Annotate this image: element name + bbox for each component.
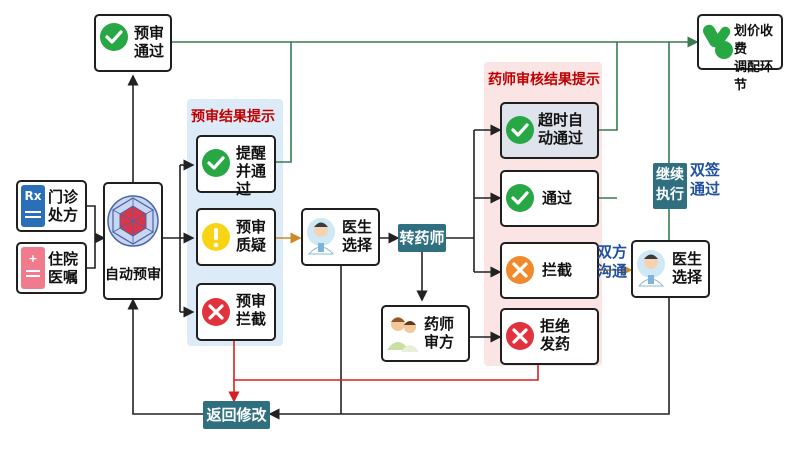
doctor-avatar-icon [307,218,335,255]
reject-icon [202,298,230,326]
inpatient-order-icon: + [21,247,45,289]
reject-icon [506,322,534,350]
check-icon [100,23,128,51]
outpatient-label: 门诊 处方 [48,188,79,224]
block-orange-icon [506,256,534,284]
refuse-dispense-label: 拒绝 发药 [540,317,571,353]
pharmacist-block-label: 拦截 [542,261,573,279]
rx-icon-text: Rx [24,189,42,203]
warning-icon [202,223,230,251]
double-sign-text: 双签 通过 [690,161,721,198]
check-icon [202,149,230,177]
precheck-doubt-label: 预审 质疑 [236,218,267,254]
timeout-pass-label: 超时自 动通过 [538,111,584,147]
inpatient-label: 住院 医嘱 [48,250,79,286]
pharmacists-icon [387,317,419,352]
remind-pass-label: 提醒 并通过 [236,144,267,198]
timeout-pass-node[interactable] [500,102,599,159]
check-icon [506,184,534,212]
auto-precheck-label: 自动预审 [105,267,161,283]
precheck-pass-label: 预审 通过 [134,24,165,60]
two-way-communication-text: 双方 沟通 [597,243,628,280]
check-icon [506,116,534,144]
pills-icon [703,24,733,59]
doctor-avatar-icon [637,250,665,287]
pharmacist-pass-label: 通过 [542,189,573,207]
pharmacist-review-label: 药师 审方 [424,315,455,351]
precheck-result-title: 预审结果提示 [191,109,275,125]
doctor-choice-label: 医生 选择 [342,218,373,254]
precheck-block-label: 预审 拦截 [236,292,267,328]
pharmacist-review-node[interactable] [381,305,470,362]
doctor-choice-2-label: 医生 选择 [672,250,703,286]
rx-icon: Rx [21,185,45,227]
pharmacist-result-title: 药师审核结果提示 [488,72,600,88]
to-pharmacist-button[interactable]: 转药师 [398,224,446,252]
billing-label: 划价收费 调配环节 [734,24,774,93]
return-modify-button[interactable]: 返回修改 [203,401,270,429]
continue-exec-button[interactable]: 继续 执行 [653,163,687,209]
geodesic-sphere-icon [107,195,159,247]
